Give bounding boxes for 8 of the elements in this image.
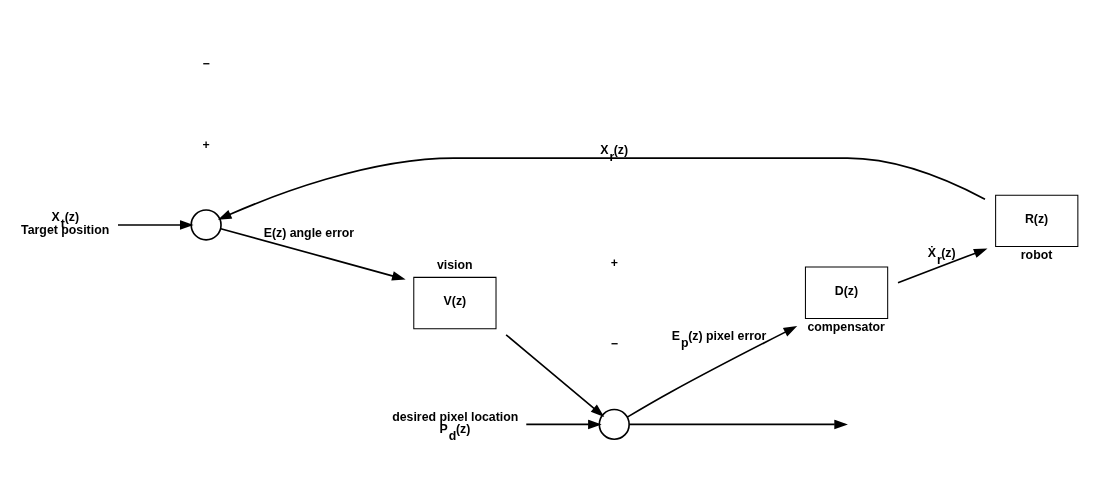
- node-label: compensator: [807, 319, 885, 334]
- label: +: [610, 255, 618, 270]
- label: −: [610, 336, 618, 351]
- label: −: [202, 56, 210, 71]
- edge-label: E(z) angle error: [263, 225, 355, 240]
- label: +: [202, 137, 210, 152]
- node-label: vision: [436, 257, 473, 272]
- node-label: robot: [1020, 247, 1053, 262]
